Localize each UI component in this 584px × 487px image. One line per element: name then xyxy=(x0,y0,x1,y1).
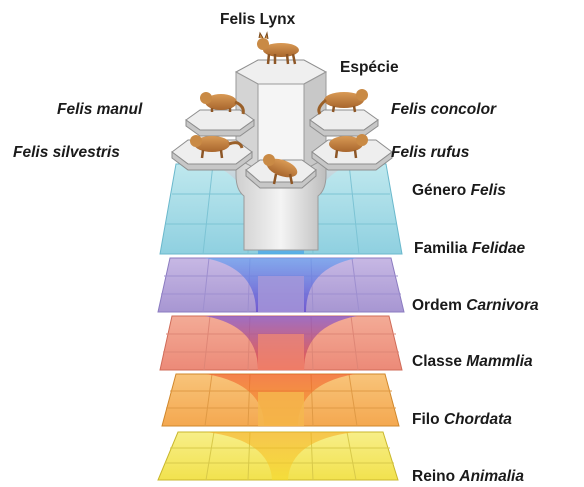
label-felis-manul: Felis manul xyxy=(57,101,142,119)
label-felis-concolor: Felis concolor xyxy=(391,101,496,119)
label-reino: Reino Animalia xyxy=(412,468,524,486)
label-genero: Género Felis xyxy=(412,182,506,200)
label-felis-silvestris: Felis silvestris xyxy=(13,144,120,162)
layer-ordem xyxy=(158,258,404,312)
label-familia: Familia Felidae xyxy=(414,240,525,258)
label-filo: Filo Chordata xyxy=(412,411,512,429)
layer-reino xyxy=(158,432,398,480)
label-especie: Espécie xyxy=(340,59,399,77)
label-felis-rufus: Felis rufus xyxy=(391,144,469,162)
label-felis-lynx: Felis Lynx xyxy=(220,11,295,29)
layer-filo xyxy=(162,374,399,426)
layer-classe xyxy=(160,316,402,370)
cat-felis-lynx-icon xyxy=(257,33,299,64)
label-classe: Classe Mammlia xyxy=(412,353,533,371)
label-ordem: Ordem Carnivora xyxy=(412,297,539,315)
